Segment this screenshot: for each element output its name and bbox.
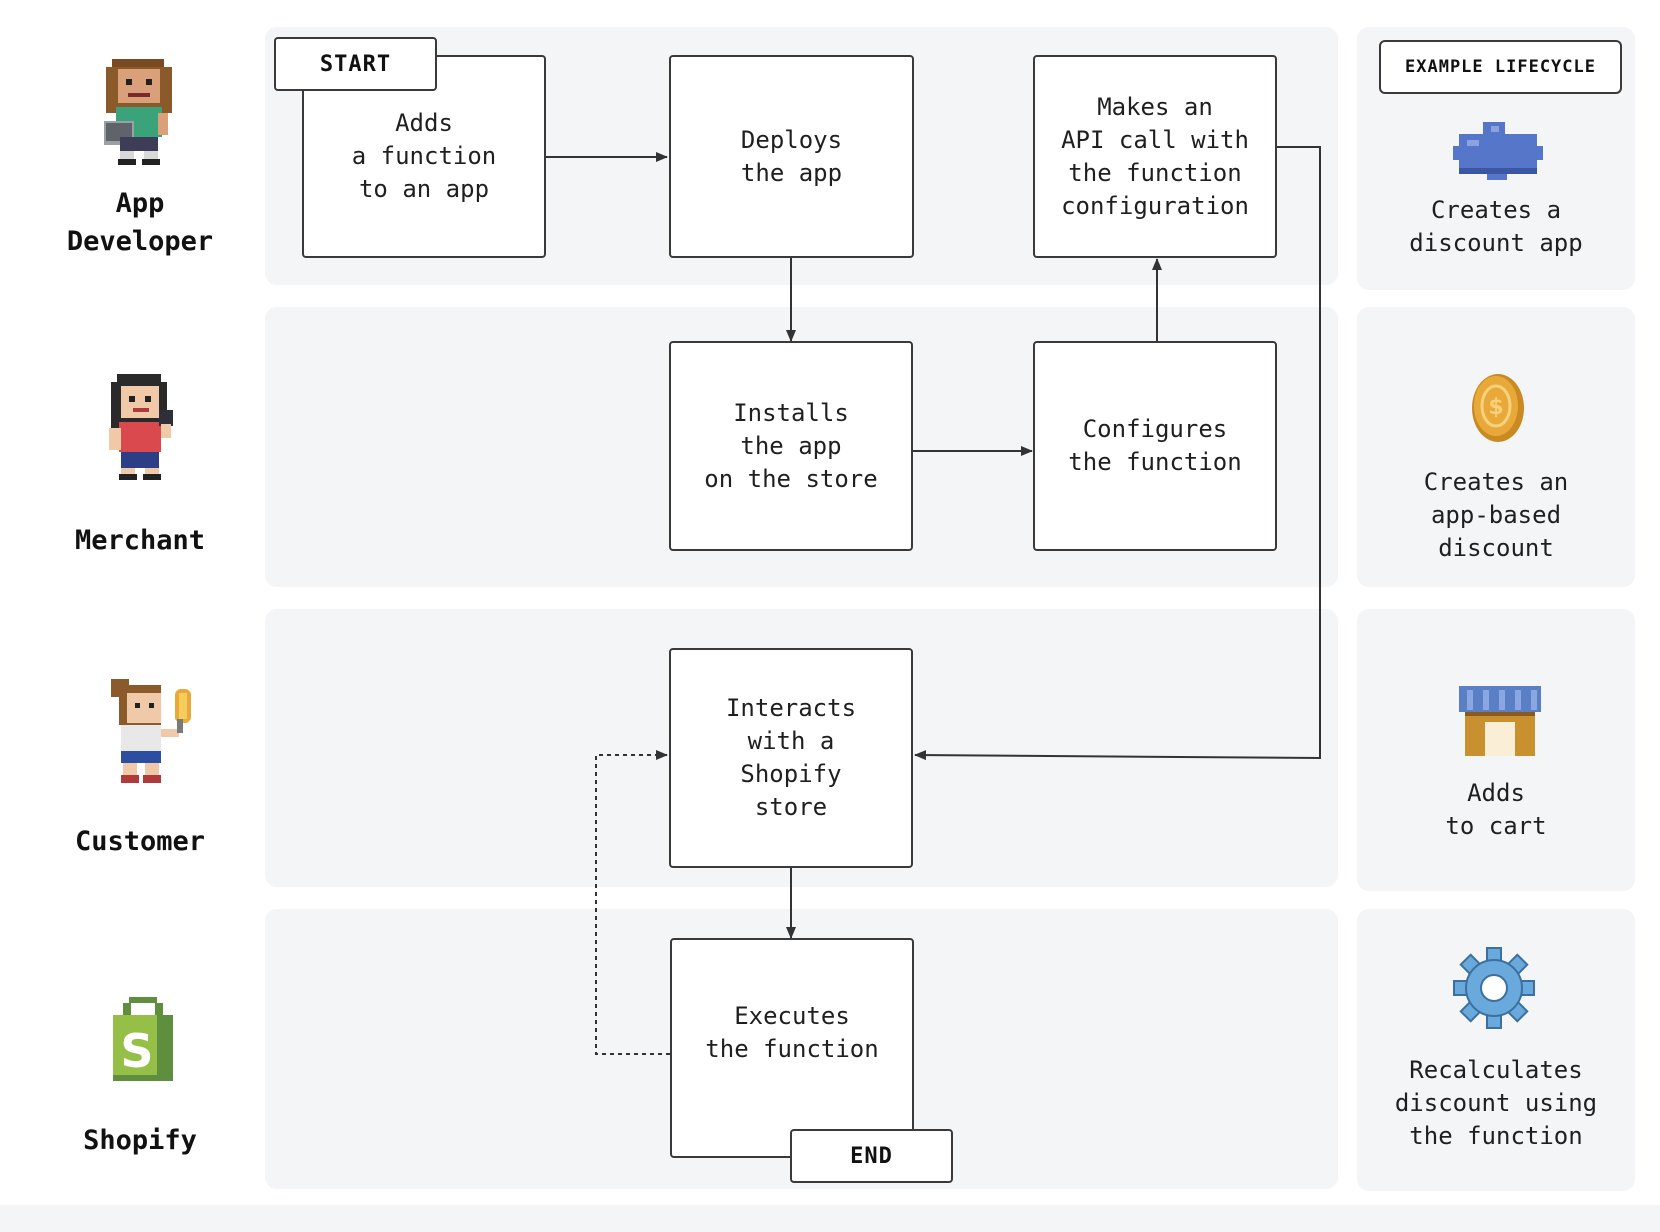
actor-label-merchant: Merchant bbox=[74, 525, 206, 556]
customer-avatar-icon bbox=[111, 679, 191, 783]
storefront-icon bbox=[1459, 686, 1541, 756]
example-lifecycle-tag: EXAMPLE LIFECYCLE bbox=[1379, 40, 1622, 94]
step-interacts-store: Interacts with a Shopify store bbox=[669, 648, 913, 868]
lifecycle-text-3: Adds to cart bbox=[1445, 779, 1547, 840]
merchant-avatar-icon bbox=[109, 374, 173, 480]
gear-icon bbox=[1453, 947, 1535, 1029]
arrow-api-call-to-interacts bbox=[914, 146, 1321, 761]
developer-avatar-icon bbox=[104, 59, 172, 165]
step-executes-function: Executes the function bbox=[670, 938, 914, 1158]
puzzle-piece-icon bbox=[1453, 122, 1543, 180]
lifecycle-text-2: Creates an app-based discount bbox=[1423, 468, 1569, 562]
end-tag: END bbox=[790, 1129, 953, 1183]
step-deploys-app: Deploys the app bbox=[669, 55, 914, 258]
step-configures-function: Configures the function bbox=[1033, 341, 1277, 551]
svg-text:$: $ bbox=[1488, 395, 1503, 420]
start-tag: START bbox=[274, 37, 437, 91]
lifecycle-panel-2 bbox=[1357, 307, 1635, 587]
actor-label-customer: Customer bbox=[74, 826, 206, 857]
gold-coin-icon: $ bbox=[1472, 374, 1524, 442]
shopify-bag-icon: S bbox=[113, 997, 173, 1081]
bottom-strip bbox=[0, 1205, 1660, 1232]
lifecycle-text-4: Recalculates discount using the function bbox=[1394, 1056, 1598, 1150]
svg-text:S: S bbox=[120, 1024, 153, 1078]
actor-label-shopify: Shopify bbox=[83, 1125, 197, 1156]
step-installs-app: Installs the app on the store bbox=[669, 341, 913, 551]
dotted-loop-executes-to-interacts bbox=[595, 750, 670, 1055]
lifecycle-text-1: Creates a discount app bbox=[1409, 196, 1583, 257]
step-makes-api-call: Makes an API call with the function conf… bbox=[1033, 55, 1277, 258]
actor-label-app-developer: App Developer bbox=[66, 188, 214, 257]
